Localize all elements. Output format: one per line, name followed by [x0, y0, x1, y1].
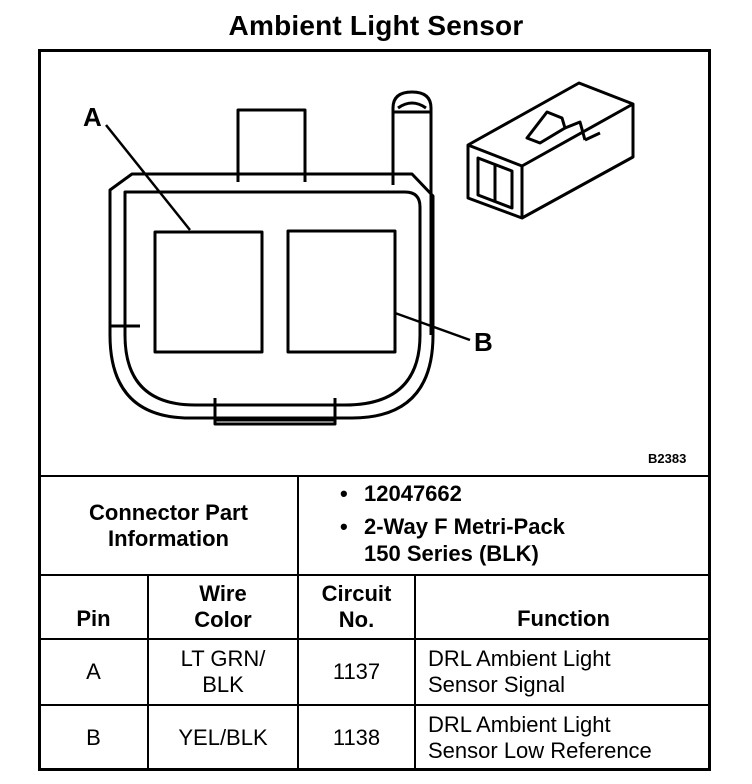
connector-info-label-line1: Connector Part	[89, 499, 248, 525]
connector-info-values: • 12047662 • 2-Way F Metri-Pack 150 Seri…	[340, 480, 565, 567]
connector-info-label: Connector Part Information	[40, 477, 297, 574]
callout-b-label: B	[474, 327, 493, 357]
row-b-function-line2: Sensor Low Reference	[428, 738, 652, 763]
connector-type-line1: 2-Way F Metri-Pack	[364, 514, 565, 539]
table-divider-top	[38, 475, 711, 477]
row-b-wire-color: YEL/BLK	[178, 725, 268, 750]
connector-info-label-line2: Information	[107, 525, 229, 551]
row-a-function: DRL Ambient Light Sensor Signal	[428, 640, 708, 704]
row-b-pin: B	[86, 725, 101, 750]
header-wire-color: Wire Color	[149, 576, 297, 638]
diagram-frame	[38, 49, 711, 771]
figure-code: B2383	[648, 451, 687, 466]
cavity-a	[153, 230, 264, 354]
connector-lock-post	[391, 90, 433, 335]
header-circuit-line2: No.	[338, 607, 375, 632]
connector-latch-tab	[236, 108, 307, 182]
connector-series-row: 150 Series (BLK)	[340, 540, 565, 567]
table-divider-row-a	[38, 638, 711, 640]
row-a-function-line2: Sensor Signal	[428, 672, 565, 697]
header-function: Function	[517, 606, 610, 631]
connector-type-line2: 150 Series (BLK)	[364, 541, 539, 566]
col-divider-wire	[297, 574, 299, 771]
callout-b-leader	[394, 311, 471, 342]
col-divider-circuit	[414, 574, 416, 771]
bullet-icon: •	[340, 514, 348, 539]
header-wire-line2: Color	[194, 607, 252, 632]
header-pin: Pin	[76, 606, 111, 631]
bullet-icon: •	[340, 481, 348, 506]
row-b-function-line1: DRL Ambient Light	[428, 712, 611, 737]
row-a-wire-line2: BLK	[202, 672, 244, 697]
row-b-function: DRL Ambient Light Sensor Low Reference	[428, 706, 708, 770]
connector-info-divider	[297, 475, 299, 575]
header-circuit-line1: Circuit	[321, 581, 392, 606]
row-a-wire-color: LT GRN/ BLK	[149, 640, 297, 704]
connector-body-outline	[108, 172, 435, 426]
row-a-pin: A	[86, 659, 101, 684]
header-wire-line1: Wire	[199, 581, 247, 606]
cavity-b	[286, 229, 397, 354]
part-number: 12047662	[364, 481, 462, 506]
header-circuit-no: Circuit No.	[299, 576, 414, 638]
row-a-function-line1: DRL Ambient Light	[428, 646, 611, 671]
table-divider-header	[38, 574, 711, 576]
page-title: Ambient Light Sensor	[228, 10, 524, 41]
table-divider-row-b	[38, 704, 711, 706]
callout-a-leader	[105, 124, 191, 231]
row-a-circuit: 1137	[332, 659, 381, 684]
connector-type-row: • 2-Way F Metri-Pack	[340, 513, 565, 540]
col-divider-pin	[147, 574, 149, 771]
row-b-circuit: 1138	[332, 725, 381, 750]
part-number-row: • 12047662	[340, 480, 565, 507]
callout-a-label: A	[83, 102, 102, 132]
connector-isometric-view	[466, 81, 635, 220]
row-a-wire-line1: LT GRN/	[180, 646, 266, 671]
